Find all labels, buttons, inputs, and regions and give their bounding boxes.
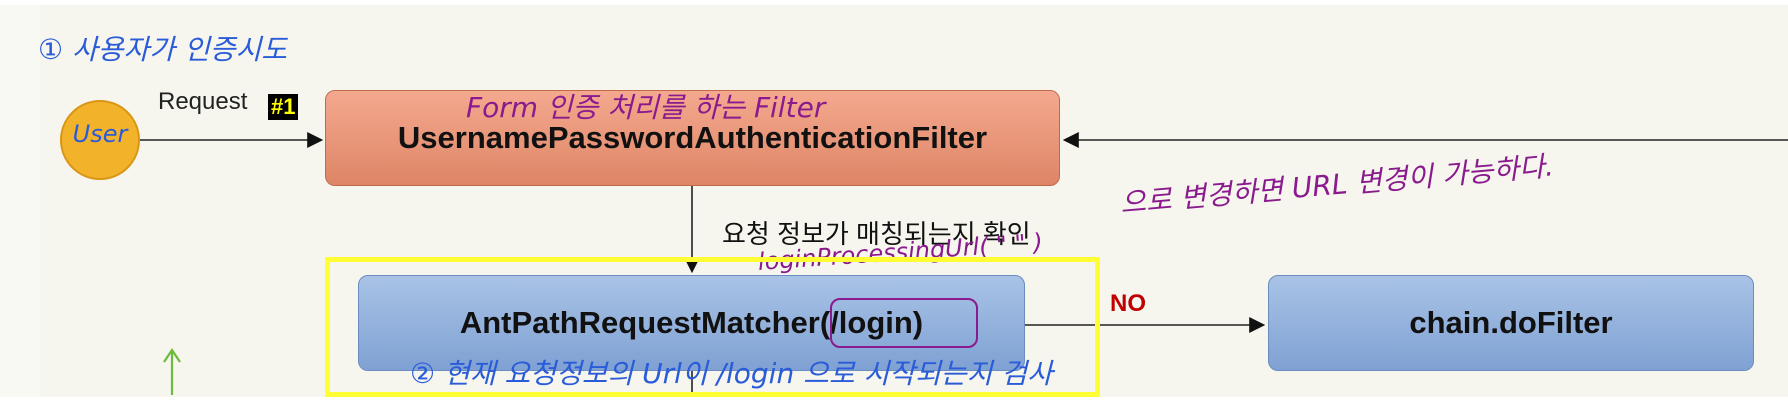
step2-annotation: ② 현재 요청정보의 Url이 /login 으로 시작되는지 검사 (410, 357, 1053, 390)
bottom-edge (0, 397, 1788, 402)
matcher-node: AntPathRequestMatcher(/login) (358, 275, 1025, 371)
login-circle-mark (830, 298, 978, 348)
highlight-box (325, 257, 1100, 397)
filter-node: UsernamePasswordAuthenticationFilter (325, 90, 1060, 186)
request-label: Request (158, 88, 248, 115)
step-badge: #1 (268, 94, 299, 120)
dofilter-node: chain.doFilter (1268, 275, 1754, 371)
user-actor (60, 100, 140, 180)
user-annotation: User (72, 120, 128, 148)
no-label: NO (1110, 290, 1146, 317)
left-margin (0, 5, 40, 397)
verify-label: 요청 정보가 매칭되는지 확인 (722, 219, 1031, 249)
filter-annotation: Form 인증 처리를 하는 Filter (466, 91, 826, 124)
step1-annotation: ① 사용자가 인증시도 (38, 33, 287, 66)
green-up-arrow-icon (163, 348, 181, 395)
